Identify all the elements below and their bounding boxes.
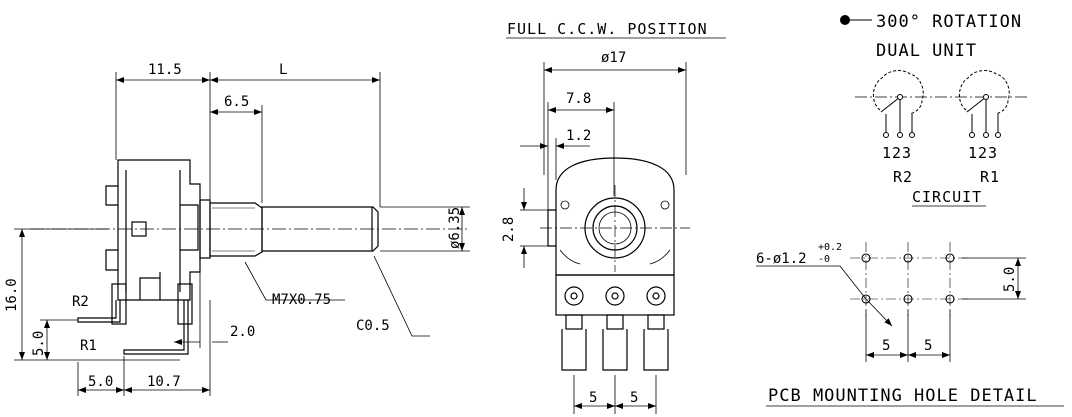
front-view-dimensions <box>520 62 687 414</box>
circuit-text: 300° ROTATION DUAL UNIT 123 123 R2 R1 CI… <box>876 12 1022 206</box>
tolerance-minus: -0 <box>818 254 830 265</box>
dim-pitch-5-right: 5 <box>630 390 638 406</box>
pcb-dim-vertical: 5.0 <box>1002 267 1018 292</box>
side-view-dimensions <box>14 72 470 396</box>
dim-6-5: 6.5 <box>224 94 249 110</box>
tolerance-plus: +0.2 <box>818 242 842 253</box>
dim-10-7: 10.7 <box>147 374 181 390</box>
pcb-dim-horizontal-left: 5 <box>882 338 890 354</box>
pcb-text: 6-ø1.2 +0.2 -0 5.0 5 5 PCB MOUNTING HOLE… <box>756 242 1038 406</box>
dim-11-5: 11.5 <box>148 62 182 78</box>
dim-diameter-17: ø17 <box>601 50 626 66</box>
pcb-hole-detail <box>756 242 1064 407</box>
chamfer-label: C0.5 <box>356 318 390 334</box>
dim-2-8: 2.8 <box>501 217 517 242</box>
r2-pin-numbers: 123 <box>882 144 912 162</box>
dim-5-0-horizontal: 5.0 <box>88 374 113 390</box>
circuit-r2-label: R2 <box>893 168 913 186</box>
bullet-icon <box>840 15 850 25</box>
dim-2-0: 2.0 <box>230 324 255 340</box>
thread-label: M7X0.75 <box>272 292 331 308</box>
r1-pin-numbers: 123 <box>968 144 998 162</box>
front-view-title: FULL C.C.W. POSITION <box>507 20 708 38</box>
dim-1-2: 1.2 <box>566 128 591 144</box>
circuit-diagram <box>840 15 1028 207</box>
front-view-text: FULL C.C.W. POSITION ø17 7.8 1.2 2.8 5 5 <box>501 20 708 406</box>
dim-7-8: 7.8 <box>566 91 591 107</box>
side-view-text: 11.5 L 6.5 ø6.35 16.0 5.0 2.0 5.0 10.7 M… <box>4 62 463 390</box>
unit-label: DUAL UNIT <box>876 41 977 61</box>
pcb-dim-horizontal-right: 5 <box>924 338 932 354</box>
holes-label: 6-ø1.2 <box>756 251 807 267</box>
terminal-r2-label: R2 <box>72 294 89 310</box>
dim-l: L <box>279 62 287 78</box>
dim-pitch-5-left: 5 <box>589 390 597 406</box>
circuit-r1-label: R1 <box>980 168 1000 186</box>
dim-5-0-vertical: 5.0 <box>31 331 47 356</box>
circuit-title: CIRCUIT <box>912 188 982 206</box>
dim-diameter-6-35: ø6.35 <box>447 207 463 249</box>
terminal-r1-label: R1 <box>80 338 97 354</box>
dim-16-0: 16.0 <box>4 278 20 312</box>
pcb-title: PCB MOUNTING HOLE DETAIL <box>768 386 1038 406</box>
rotation-label: 300° ROTATION <box>876 12 1022 32</box>
front-view <box>506 37 726 371</box>
